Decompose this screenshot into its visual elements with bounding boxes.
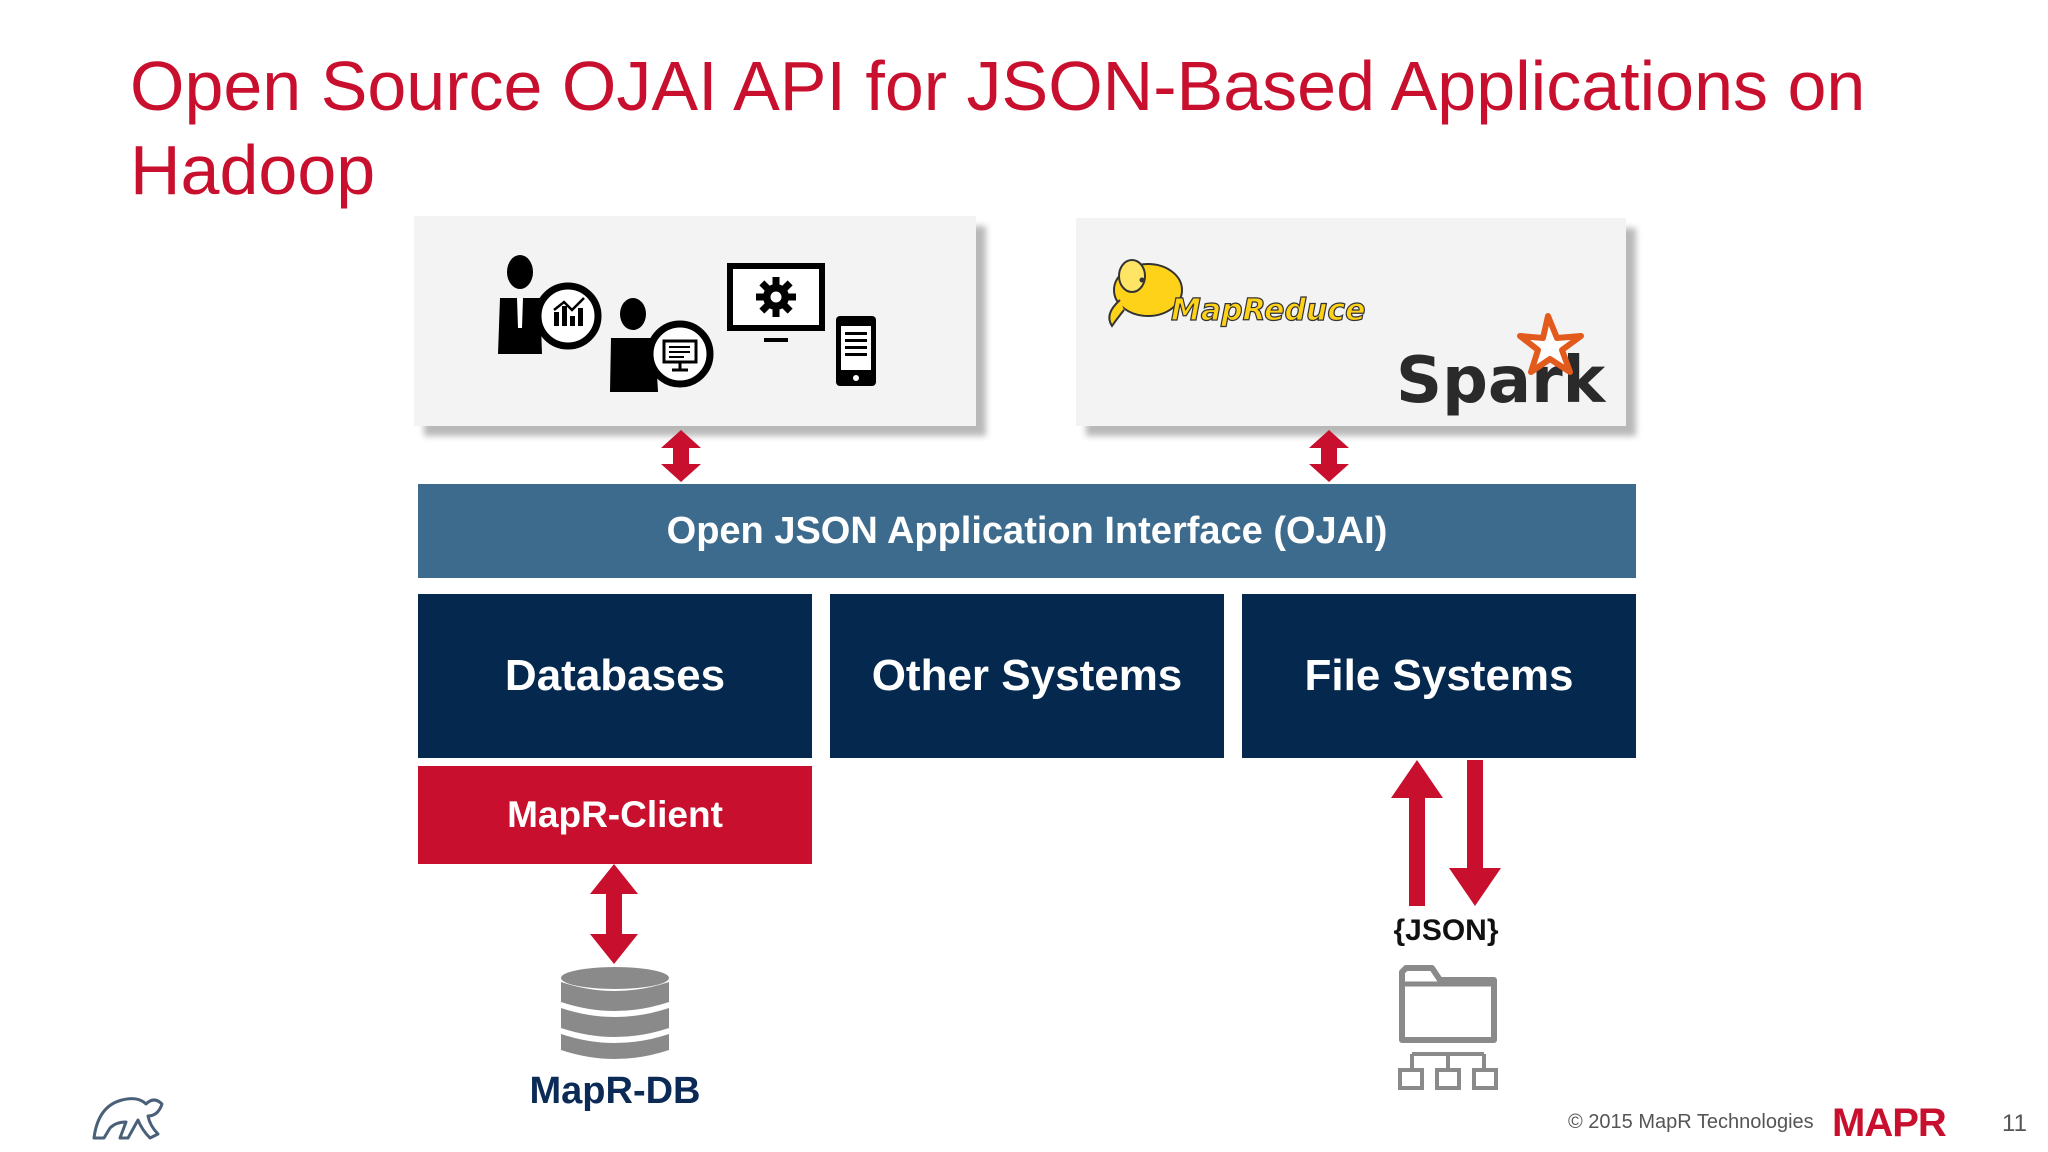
spark-label: Spark xyxy=(1396,344,1607,418)
frameworks-to-ojai-double-arrow-icon xyxy=(1309,430,1349,482)
folder-icon xyxy=(1399,965,1497,1043)
applications-card xyxy=(414,216,976,426)
hadoop-elephant-icon xyxy=(1108,259,1183,328)
file-tree-icon xyxy=(1398,1052,1498,1090)
slide-title: Open Source OJAI API for JSON-Based Appl… xyxy=(130,47,1866,209)
databases-box: Databases xyxy=(418,594,812,758)
page-number: 11 xyxy=(2002,1110,2027,1137)
mapreduce-label: MapReduce xyxy=(1171,293,1366,328)
user-presentation-icon xyxy=(610,298,714,392)
down-arrow-icon xyxy=(1449,760,1501,906)
svg-text:MAPR: MAPR xyxy=(1832,1101,1947,1144)
users-devices-illustration xyxy=(498,255,876,392)
frameworks-illustration: MapReduce Spark xyxy=(1108,259,1607,418)
json-label: {JSON} xyxy=(1393,914,1499,947)
businessman-chart-icon xyxy=(498,255,602,354)
monitor-gear-icon xyxy=(727,263,825,342)
spark-star-icon xyxy=(1517,313,1584,375)
client-to-db-double-arrow-icon xyxy=(590,864,638,964)
other-systems-box: Other Systems xyxy=(830,594,1224,758)
app-to-ojai-double-arrow-icon xyxy=(661,430,701,482)
file-systems-box: File Systems xyxy=(1242,594,1636,758)
mapr-brand-logo: MAPR xyxy=(1832,1101,1948,1144)
ojai-interface-bar: Open JSON Application Interface (OJAI) xyxy=(418,484,1636,578)
database-icon xyxy=(561,967,669,1059)
copyright-text: © 2015 MapR Technologies xyxy=(1568,1111,1814,1133)
mapr-db-label: MapR-DB xyxy=(529,1070,701,1112)
smartphone-icon xyxy=(836,316,876,386)
processing-frameworks-card: MapReduce Spark xyxy=(1076,218,1626,426)
up-arrow-icon xyxy=(1391,760,1443,906)
mapr-elephant-logo-icon xyxy=(92,1097,164,1140)
mapr-client-box: MapR-Client xyxy=(418,766,812,864)
